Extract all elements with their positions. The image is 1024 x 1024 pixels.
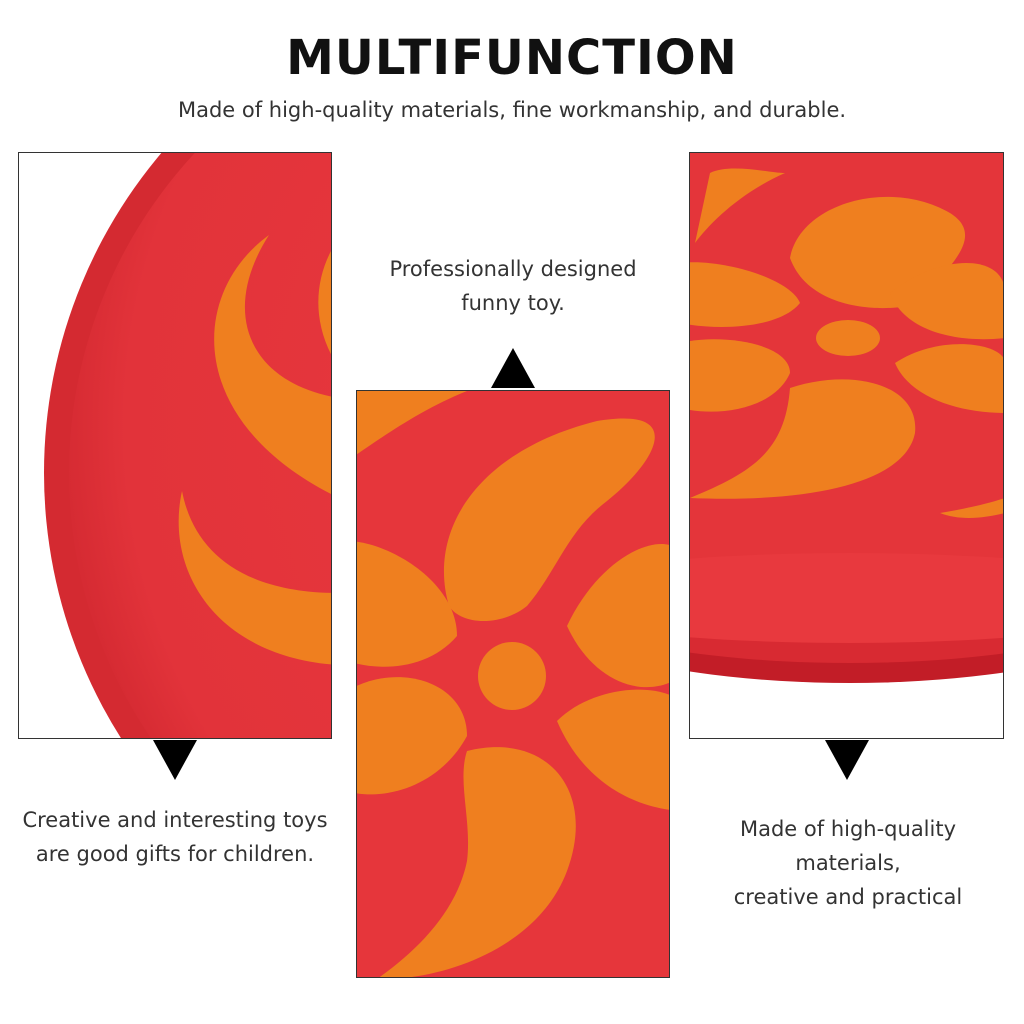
caption-line: Creative and interesting toys (22, 808, 328, 832)
arrow-down-icon (825, 740, 869, 780)
caption-left: Creative and interesting toys are good g… (0, 803, 350, 871)
product-photo-middle (356, 390, 670, 978)
product-photo-right (689, 152, 1004, 739)
disc-underside-photo (690, 153, 1003, 738)
caption-line: materials, (795, 851, 901, 875)
caption-line: funny toy. (461, 291, 565, 315)
caption-middle: Professionally designed funny toy. (340, 252, 686, 320)
page-subtitle: Made of high-quality materials, fine wor… (177, 98, 847, 122)
product-photo-left (18, 152, 332, 739)
caption-line: Made of high-quality (739, 817, 957, 841)
arrow-down-icon (153, 740, 197, 780)
caption-line: creative and practical (733, 885, 963, 909)
page-title: MULTIFUNCTION (286, 30, 738, 86)
arrow-up-icon (491, 348, 535, 388)
disc-edge-photo (19, 153, 331, 738)
caption-line: are good gifts for children. (35, 842, 315, 866)
caption-right: Made of high-quality materials, creative… (672, 812, 1024, 914)
pattern-closeup-photo (357, 391, 669, 977)
caption-line: Professionally designed (389, 257, 637, 281)
